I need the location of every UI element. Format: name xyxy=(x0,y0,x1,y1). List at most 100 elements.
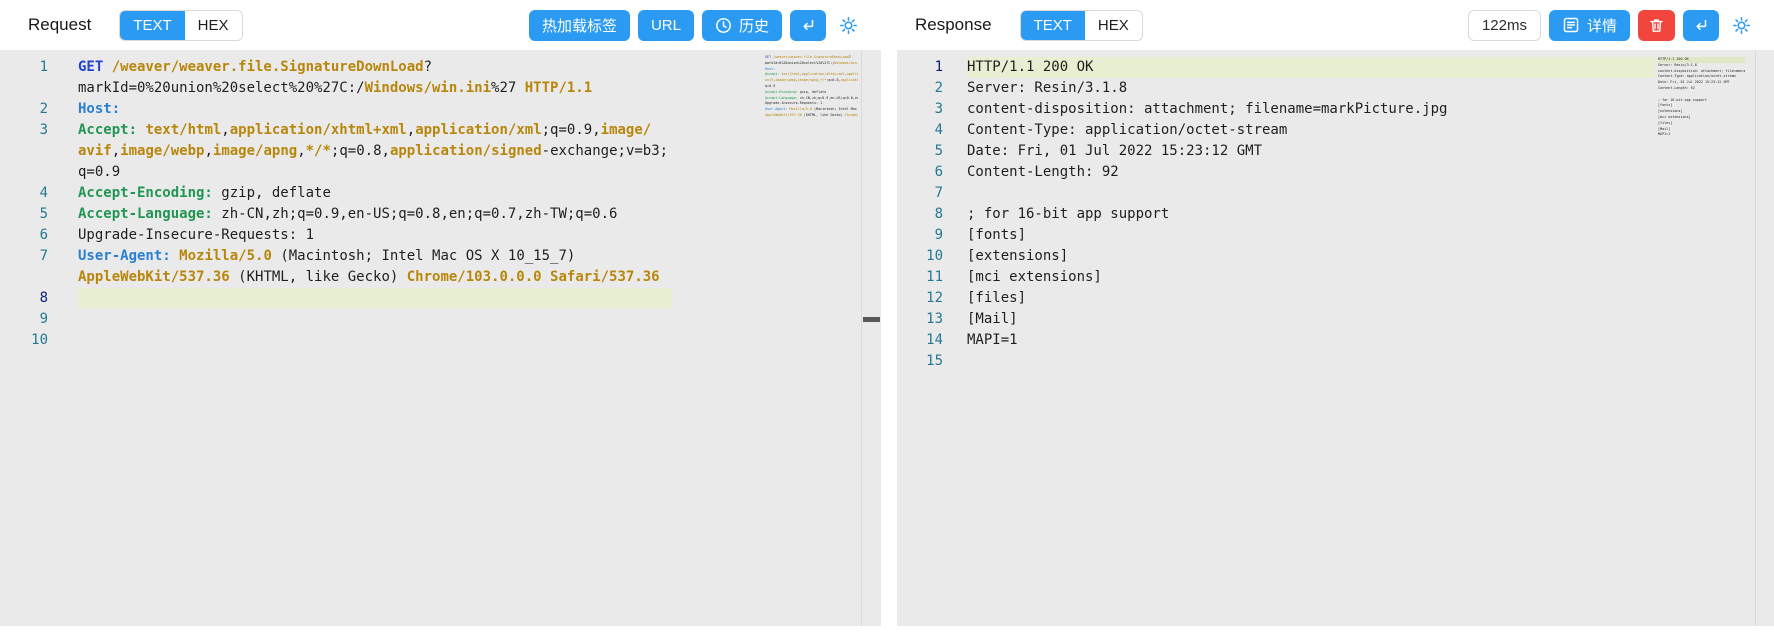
line-number xyxy=(0,78,48,99)
code-line: 14 MAPI=1 xyxy=(897,330,1754,351)
response-settings-gear-icon[interactable] xyxy=(1731,15,1752,36)
code-line: 1 GET /weaver/weaver.file.SignatureDownLo… xyxy=(0,57,861,78)
code-text: MAPI=1 xyxy=(1658,132,1671,137)
line-number: 9 xyxy=(934,227,943,243)
send-response-button[interactable] xyxy=(1683,9,1719,41)
details-button[interactable]: 详情 xyxy=(1548,9,1630,41)
code-line: Content-Length: 92 xyxy=(1658,86,1745,92)
code-line: AppleWebKit/537.36 (KHTML, like Gecko) C… xyxy=(765,113,858,119)
line-number: 5 xyxy=(39,206,48,222)
request-view-toggle: TEXT HEX xyxy=(119,9,243,41)
request-settings-gear-icon[interactable] xyxy=(838,15,859,36)
code-line: Host: xyxy=(765,67,858,73)
code-text: GET /weaver/weaver.file.SignatureDownLoa… xyxy=(78,59,433,75)
code-text xyxy=(967,183,1655,204)
hot-reload-tag-button[interactable]: 热加载标签 xyxy=(528,9,630,41)
code-line: GET /weaver/weaver.file.SignatureDownLoa… xyxy=(765,55,858,61)
code-line: HTTP/1.1 200 OK xyxy=(1658,57,1745,63)
code-text: Content-Type: application/octet-stream xyxy=(1658,74,1736,79)
code-text: ; for 16-bit app support xyxy=(967,206,1170,222)
code-line: Date: Fri, 01 Jul 2022 15:23:12 GMT xyxy=(1658,80,1745,86)
code-text: Accept-Encoding: gzip, deflate xyxy=(78,185,331,201)
code-line: 9[fonts] xyxy=(897,225,1754,246)
code-text: [mci extensions] xyxy=(967,269,1102,285)
code-line: 11 [mci extensions] xyxy=(897,267,1754,288)
line-number: 3 xyxy=(934,101,943,117)
line-number: 12 xyxy=(926,290,943,306)
code-line: q=0.9 xyxy=(765,84,858,90)
code-line: markId=0%20union%20select%20%27C:/Window… xyxy=(0,78,861,99)
line-number: 1 xyxy=(39,59,48,75)
line-number: 8 xyxy=(934,206,943,222)
request-code-area[interactable]: 1 GET /weaver/weaver.file.SignatureDownLo… xyxy=(0,57,861,351)
line-number: 7 xyxy=(934,185,943,201)
code-text: Upgrade-Insecure-Requests: 1 xyxy=(78,227,315,243)
code-line: Accept-Encoding: gzip, deflate xyxy=(765,90,858,96)
delete-response-button[interactable] xyxy=(1638,9,1675,41)
send-request-button[interactable] xyxy=(790,9,826,41)
code-text: HTTP/1.1 200 OK xyxy=(967,57,1655,78)
history-button[interactable]: 历史 xyxy=(701,9,782,41)
code-line: 4 Content-Type: application/octet-stream xyxy=(897,120,1754,141)
line-number xyxy=(0,267,48,288)
code-text: avif,image/webp,image/apng,*/*;q=0.8,app… xyxy=(78,143,669,159)
response-tab-text[interactable]: TEXT xyxy=(1020,10,1085,40)
code-text: markId=0%20union%20select%20%27C:/Window… xyxy=(765,60,858,65)
history-button-label: 历史 xyxy=(738,17,769,35)
code-line: markId=0%20union%20select%20%27C:/Window… xyxy=(765,61,858,67)
code-text: Upgrade-Insecure-Requests: 1 xyxy=(765,101,823,106)
code-line: [Mail] xyxy=(1658,127,1745,133)
request-editor[interactable]: 1 GET /weaver/weaver.file.SignatureDownLo… xyxy=(0,50,881,626)
request-scrollbar-track[interactable] xyxy=(861,50,881,626)
response-scrollbar-track[interactable] xyxy=(1755,50,1774,626)
line-number: 10 xyxy=(31,332,48,348)
code-line: 3 content-disposition: attachment; filena… xyxy=(897,99,1754,120)
code-text: [Mail] xyxy=(1658,126,1671,131)
line-number: 2 xyxy=(39,101,48,117)
code-line: content-disposition: attachment; filenam… xyxy=(1658,69,1745,75)
response-panel: Response TEXT HEX 122ms 详情 xyxy=(897,0,1774,626)
code-line: 10 xyxy=(0,330,861,351)
response-header-actions: 122ms 详情 xyxy=(1467,9,1752,41)
request-minimap[interactable]: GET /weaver/weaver.file.SignatureDownLoa… xyxy=(765,55,858,135)
code-text: ; for 16-bit app support xyxy=(1658,97,1707,102)
code-line: [fonts] xyxy=(1658,103,1745,109)
code-text: markId=0%20union%20select%20%27C:/Window… xyxy=(78,80,593,96)
code-text: q=0.9 xyxy=(765,83,776,88)
line-number: 7 xyxy=(39,248,48,264)
code-line: AppleWebKit/537.36 (KHTML, like Gecko) C… xyxy=(0,267,861,288)
code-text: Content-Length: 92 xyxy=(967,164,1119,180)
code-line xyxy=(1658,138,1745,144)
line-number: 14 xyxy=(926,332,943,348)
code-line: [files] xyxy=(1658,121,1745,127)
code-text: avif,image/webp,image/apng,*/*;q=0.8,app… xyxy=(765,78,858,83)
response-time-badge: 122ms xyxy=(1467,9,1541,41)
enter-icon xyxy=(1693,17,1709,33)
code-line: 15 xyxy=(897,351,1754,372)
code-text: Host: xyxy=(765,66,776,71)
code-text: q=0.9 xyxy=(78,164,121,180)
line-number: 11 xyxy=(926,269,943,285)
code-line: [extensions] xyxy=(1658,109,1745,115)
request-tab-hex[interactable]: HEX xyxy=(184,10,242,40)
code-line: ; for 16-bit app support xyxy=(1658,98,1745,104)
code-text: [files] xyxy=(1658,120,1673,125)
code-text: content-disposition: attachment; filenam… xyxy=(967,101,1448,117)
response-tab-hex[interactable]: HEX xyxy=(1084,10,1142,40)
panel-divider-handle[interactable] xyxy=(863,317,880,322)
line-number: 4 xyxy=(934,122,943,138)
code-line: User-Agent: Mozilla/5.0 (Macintosh; Inte… xyxy=(765,107,858,113)
request-tab-text[interactable]: TEXT xyxy=(120,10,185,40)
line-number xyxy=(0,162,48,183)
line-number: 13 xyxy=(926,311,943,327)
url-button[interactable]: URL xyxy=(637,9,694,41)
code-text: Content-Type: application/octet-stream xyxy=(967,122,1288,138)
code-text: MAPI=1 xyxy=(967,332,1018,348)
